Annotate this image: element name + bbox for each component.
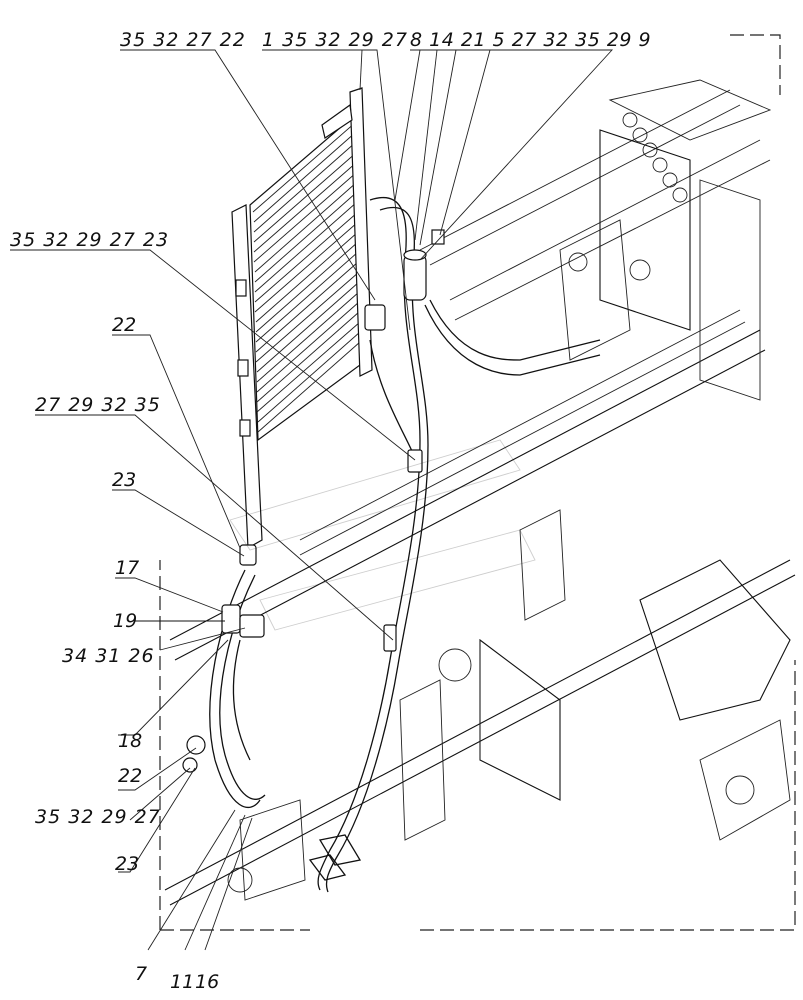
callout-19: 19 [113, 610, 137, 632]
frame-outline [159, 34, 796, 931]
callout-35-32-27-22: 35 32 27 22 [120, 29, 246, 51]
frame-rails [164, 79, 796, 906]
callout-22-upper: 22 [112, 314, 136, 336]
callout-27-29-32-35: 27 29 32 35 [35, 394, 161, 416]
callout-1-35-32-29-27: 1 35 32 29 27 [262, 29, 408, 51]
callout-35-32-29-27-lower: 35 32 29 27 [35, 806, 161, 828]
callout-16: 16 [195, 971, 219, 993]
callout-8-14-21-5-27-32-35-29-9: 8 14 21 5 27 32 35 29 9 [410, 29, 651, 51]
callout-34-31-26: 34 31 26 [62, 645, 155, 667]
callout-17: 17 [115, 557, 139, 579]
fittings [182, 229, 445, 773]
callout-22-lower: 22 [118, 765, 142, 787]
watermark [229, 439, 536, 631]
condenser-core [231, 87, 373, 550]
callout-7: 7 [135, 963, 147, 985]
callout-23-upper: 23 [112, 469, 136, 491]
leader-lines [10, 49, 614, 951]
callout-11: 11 [170, 971, 194, 993]
callout-23-lower: 23 [115, 853, 139, 875]
callout-35-32-29-27-23: 35 32 29 27 23 [10, 229, 169, 251]
callout-18: 18 [118, 730, 142, 752]
callout-labels: 35 32 27 22 1 35 32 29 27 8 14 21 5 27 3… [10, 29, 651, 993]
